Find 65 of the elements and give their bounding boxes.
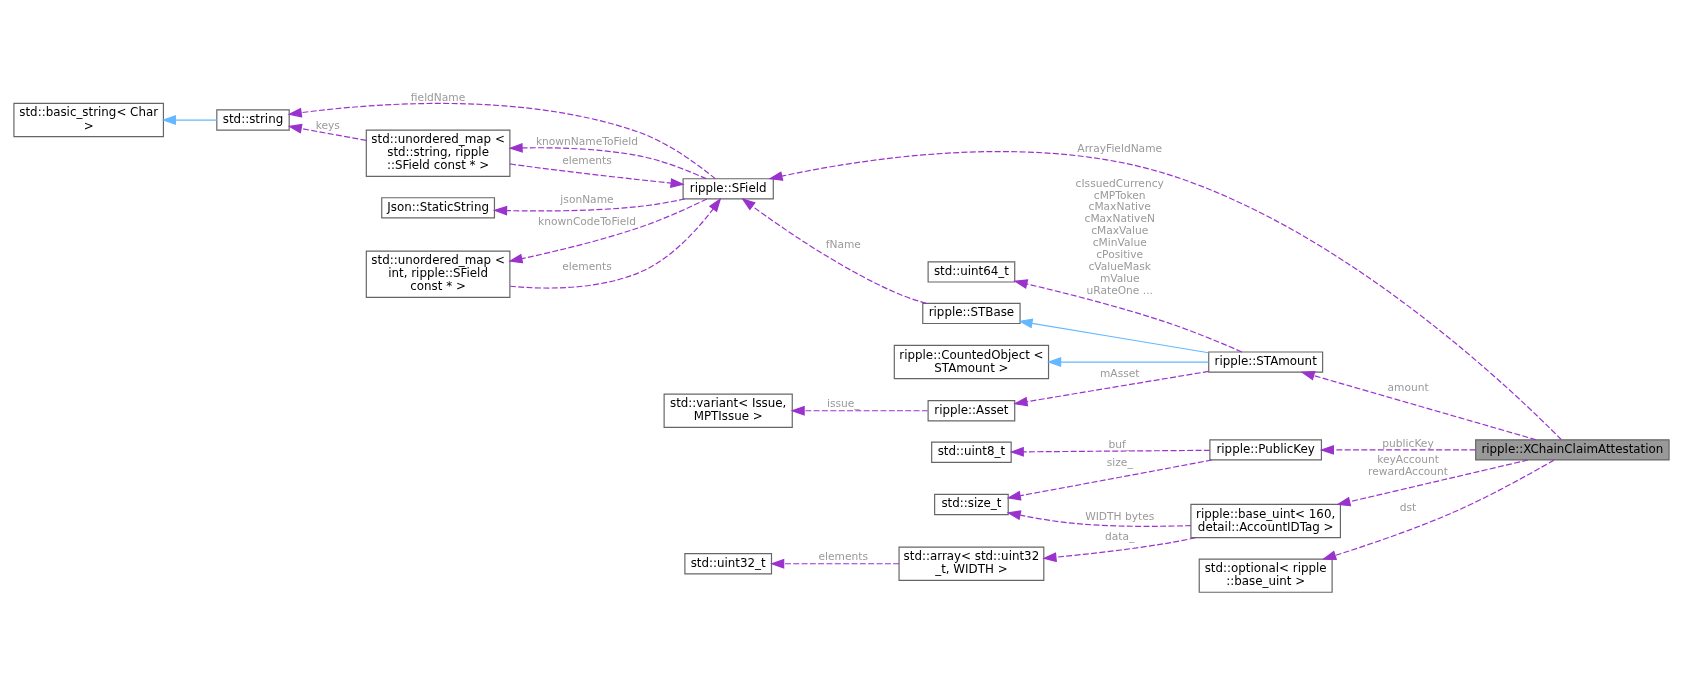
arrow (790, 405, 929, 416)
node-box: std::optional< ripple ::base_uint > (1198, 558, 1333, 593)
arrow (768, 151, 1562, 441)
edge-label: publicKey (1382, 436, 1434, 450)
edge-label: knownCodeToField (537, 214, 637, 228)
arrow (509, 163, 685, 189)
edge-label: size_ (1106, 455, 1133, 469)
node-box: ripple::CountedObject < STAmount > (893, 344, 1050, 380)
node-box: Json::StaticString (381, 197, 496, 219)
edge-label: issue_ (826, 397, 860, 411)
arrow (508, 142, 707, 180)
arrow (509, 197, 722, 289)
edge-label: elements (562, 154, 612, 168)
node-box: std::uint8_t (931, 441, 1012, 463)
node-box: std::uint64_t (927, 261, 1016, 283)
edge-label: ArrayFieldName (1077, 142, 1163, 156)
node-box: ripple::STBase (922, 302, 1021, 325)
edge-label: jsonName (560, 193, 614, 207)
node-box: ripple::Asset (927, 400, 1016, 422)
node-box: std::array< std::uint32 _t, WIDTH > (898, 546, 1045, 581)
edge-label: amount (1387, 380, 1429, 394)
arrow (1336, 459, 1529, 507)
arrow (161, 115, 218, 126)
node-box: ripple::STAmount (1208, 351, 1324, 373)
edge-label: buf_ (1108, 437, 1132, 451)
arrow (1013, 279, 1243, 353)
node-box: std::unordered_map < std::string, ripple ::SField const * > (365, 129, 511, 177)
node-box: std::variant< Issue, MPTIssue > (663, 393, 793, 428)
node-box: ripple::XChainClaimAttestation (1475, 439, 1670, 461)
arrow (1300, 370, 1537, 441)
arrow (1018, 318, 1210, 354)
edge-label: keys (315, 118, 340, 132)
edge-label: knownNameToField (535, 135, 639, 149)
arrow (770, 558, 900, 569)
arrow (741, 198, 927, 304)
edge-label: elements (562, 259, 612, 273)
edge-label: mAsset (1099, 366, 1140, 380)
edge-label: WIDTH bytes (1085, 510, 1155, 524)
arrow (1322, 459, 1555, 561)
node-box: std::basic_string< Char > (13, 102, 165, 138)
node-box: std::string (216, 109, 290, 131)
arrow (287, 102, 716, 180)
node-box: std::size_t (934, 493, 1009, 516)
arrow (492, 198, 686, 216)
arrow (508, 198, 708, 264)
node-box: ripple::SField (682, 178, 774, 200)
node-box: ripple::base_uint< 160, detail::AccountIDTag > (1190, 503, 1341, 539)
arrow (1319, 444, 1476, 455)
edge-label: dst (1399, 500, 1417, 514)
edge-label: keyAccount rewardAccount (1368, 453, 1449, 479)
arrow (1006, 510, 1192, 527)
arrow (1009, 446, 1211, 457)
arrow (287, 123, 367, 141)
arrow (1046, 357, 1210, 368)
node-box: std::unordered_map < int, ripple::SField const * > (365, 250, 511, 298)
node-box: ripple::PublicKey (1209, 439, 1323, 461)
arrow (1006, 459, 1213, 501)
edge-label: elements (818, 550, 869, 564)
node-box: std::uint32_t (684, 553, 773, 575)
edge-label: fName (825, 238, 861, 252)
arrow (1042, 537, 1197, 563)
edge-label: data_ (1105, 530, 1135, 544)
edge-label: cIssuedCurrency cMPToken cMaxNative cMaxNativeN cMaxValue cMinValue cPositive cValueMask mValue uRateOne ... (1075, 176, 1164, 297)
arrow (1013, 370, 1210, 407)
edge-label: fieldName (410, 91, 466, 105)
